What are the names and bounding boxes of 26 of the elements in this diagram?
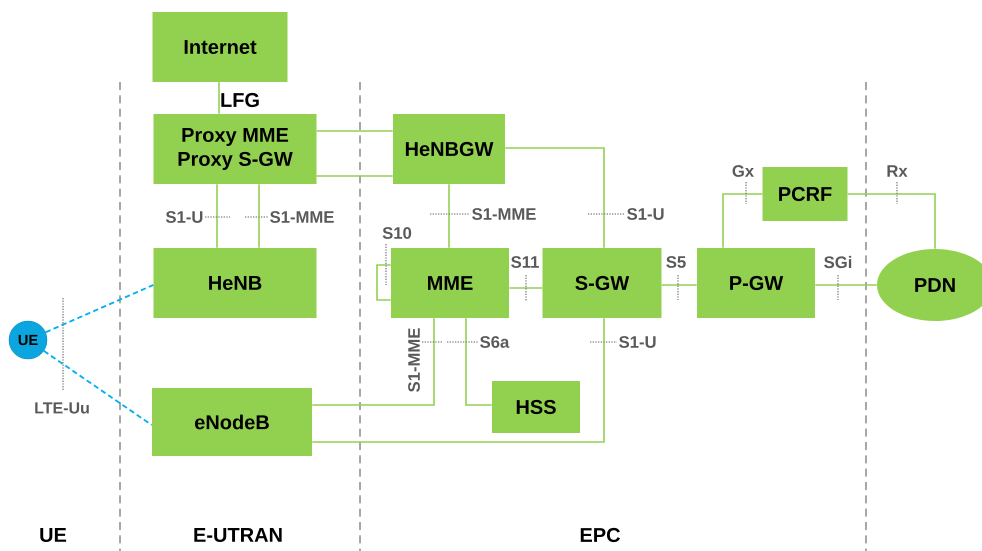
interface-label: S1-U xyxy=(166,211,230,223)
interface-label: S6a xyxy=(447,336,510,348)
section-label: UE xyxy=(40,528,66,542)
interface-label: S1-MME xyxy=(245,211,334,223)
interface-label: Rx xyxy=(887,165,908,204)
interface-label: S1-U xyxy=(590,336,656,348)
network-box: HeNB xyxy=(154,248,316,318)
network-box: Internet xyxy=(152,12,288,82)
network-box: P-GW xyxy=(697,248,815,318)
interface-label: S1-MME xyxy=(408,328,443,392)
section-label: EPC xyxy=(580,528,620,542)
section-label: E-UTRAN xyxy=(194,528,282,542)
network-box: HSS xyxy=(492,381,580,433)
interface-label: S1-MME xyxy=(430,208,536,220)
interface-label: S5 xyxy=(666,256,686,300)
box-heading: LFG xyxy=(221,92,259,108)
network-box: MME xyxy=(391,248,509,318)
network-box: eNodeB xyxy=(152,388,312,456)
interface-label: Gx xyxy=(732,165,754,204)
interface-label: S1-U xyxy=(588,208,664,220)
network-box: PCRF xyxy=(762,167,848,221)
interface-label: SGi xyxy=(824,256,852,300)
network-box: Proxy MME Proxy S-GW xyxy=(154,114,316,184)
network-box: S-GW xyxy=(542,248,662,318)
network-box: HeNBGW xyxy=(393,114,505,184)
interface-label: S11 xyxy=(511,256,539,301)
